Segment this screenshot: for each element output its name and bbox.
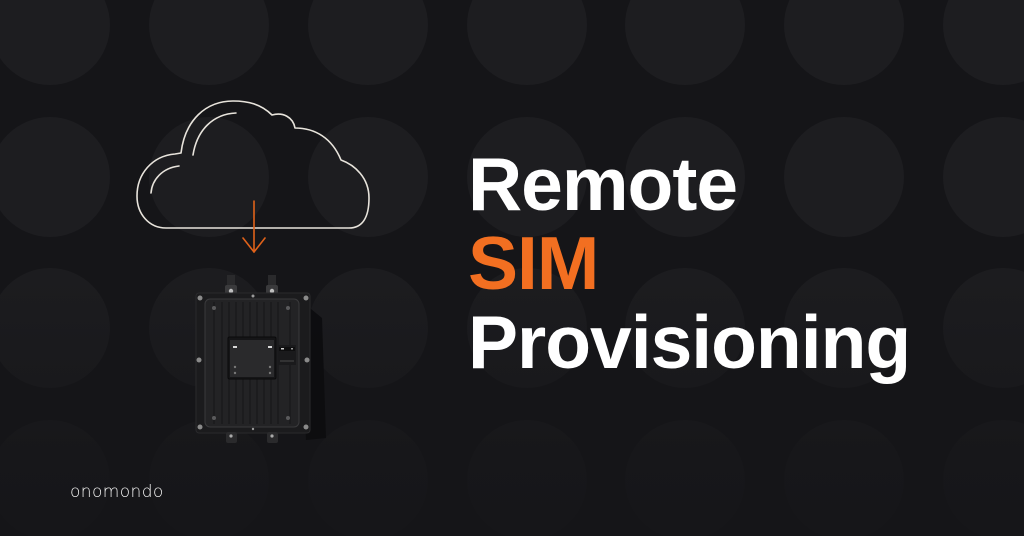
cloud-outline-icon xyxy=(136,100,370,229)
onomondo-logo: onomondo xyxy=(70,482,164,502)
headline-line-provisioning: Provisioning xyxy=(468,300,911,384)
headline-line-remote: Remote xyxy=(468,142,738,226)
headline-line-sim: SIM xyxy=(468,221,599,305)
arrow-down-icon xyxy=(242,200,266,253)
headline: Remote SIM Provisioning xyxy=(468,142,911,384)
iot-device-image xyxy=(195,275,326,443)
